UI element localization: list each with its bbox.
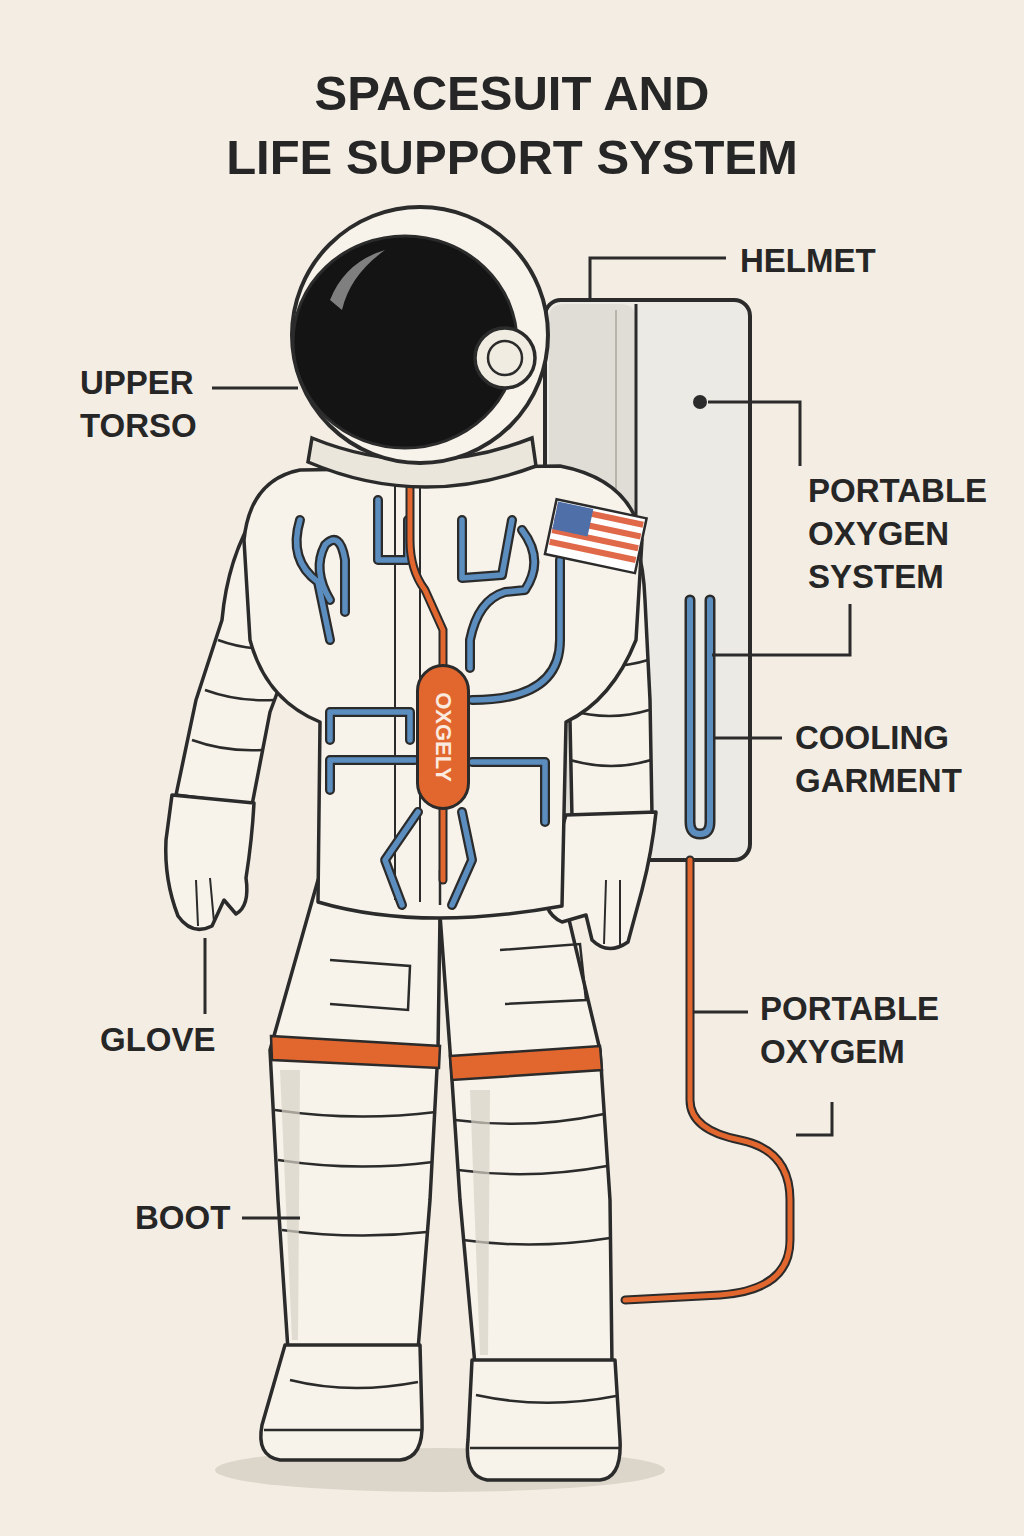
title-spacer: [212, 62, 292, 112]
left-glove: [166, 795, 254, 929]
tube: [410, 470, 443, 668]
leader-line: [590, 258, 726, 300]
oxygen-canister: OXGELY: [416, 664, 470, 810]
finger-line: [196, 880, 198, 926]
cooling-loop: [690, 600, 710, 834]
tube: [297, 520, 330, 640]
oxygen-hose: [625, 860, 790, 1300]
visor-highlight: [330, 250, 385, 310]
torso: [244, 466, 642, 918]
tube: [385, 812, 418, 905]
boot-strap: [476, 1395, 616, 1403]
canister-text: OXGELY: [430, 692, 456, 782]
ear-piece-ring: [488, 341, 522, 375]
tube: [378, 500, 408, 560]
shade: [470, 1090, 490, 1355]
fold: [570, 760, 651, 766]
fold: [278, 1160, 433, 1167]
tube: [472, 762, 545, 822]
oxygen-hose-outline: [625, 860, 790, 1300]
leader-line: [204, 938, 207, 1014]
leader-line: [694, 1011, 748, 1014]
boot-strap: [290, 1380, 418, 1388]
legs: [270, 880, 612, 1365]
leg-shading: [280, 1070, 490, 1355]
title-spacer: [732, 62, 812, 112]
leader-line: [714, 737, 782, 740]
diagram-title: SPACESUIT AND LIFE SUPPORT SYSTEM: [212, 62, 812, 189]
tube: [452, 812, 472, 905]
leg-folds: [275, 944, 610, 1245]
tube: [378, 500, 408, 560]
leg-band: [271, 1036, 440, 1068]
cooling-loop-outline: [690, 600, 710, 834]
tube: [320, 540, 345, 612]
finger-line: [210, 878, 214, 922]
part-label: HELMET: [740, 240, 876, 283]
finger-line: [619, 880, 621, 946]
stripe: [549, 539, 636, 563]
leader-line: [796, 1102, 832, 1135]
part-label: UPPER TORSO: [80, 362, 197, 448]
flag-ground: [545, 499, 647, 573]
canton: [552, 502, 593, 537]
leader-line: [712, 604, 850, 655]
tube: [330, 760, 415, 790]
ear-piece: [475, 328, 535, 388]
leg-band: [450, 1046, 602, 1080]
leader-line: [708, 402, 800, 466]
boot-details: [264, 1380, 620, 1448]
finger-line: [604, 880, 606, 944]
tube: [441, 808, 446, 880]
boots: [261, 1345, 620, 1480]
thigh-pocket: [330, 960, 410, 1010]
tube: [452, 812, 472, 905]
leader-lines: [205, 258, 850, 1218]
left-leg: [270, 880, 440, 1350]
tube: [410, 470, 443, 668]
flag-patch: [545, 499, 647, 573]
tube: [439, 808, 448, 880]
helmet: [292, 207, 548, 487]
tube: [385, 812, 418, 905]
leader-line: [242, 1217, 300, 1220]
right-leg: [440, 890, 612, 1365]
fold: [192, 740, 262, 750]
shade: [280, 1070, 300, 1340]
sole-line: [470, 1447, 620, 1450]
sole-line: [264, 1429, 421, 1432]
leader-line: [212, 387, 298, 390]
right-boot: [467, 1360, 620, 1480]
part-label: GLOVE: [100, 1019, 216, 1062]
tube: [330, 712, 410, 740]
part-label: COOLING GARMENT: [795, 717, 962, 803]
part-label: PORTABLE OXYGEM: [760, 988, 939, 1074]
left-boot: [261, 1345, 422, 1460]
leg-bands: [271, 1036, 602, 1080]
cooling-tubes-outline: [297, 500, 560, 905]
cooling-tubes: [297, 500, 560, 905]
fold: [282, 1230, 427, 1236]
tube: [330, 760, 415, 790]
tube: [462, 520, 512, 578]
part-label: BOOT: [135, 1197, 230, 1240]
tube: [462, 520, 512, 578]
tube: [470, 530, 534, 668]
thigh-pocket: [500, 944, 586, 1004]
helmet-shell: [292, 207, 548, 463]
tube: [330, 712, 410, 740]
tube: [472, 762, 545, 822]
backpack-port: [693, 395, 707, 409]
tube: [472, 560, 560, 700]
part-label: PORTABLE OXYGEN SYSTEM: [808, 470, 987, 599]
fold: [205, 690, 274, 700]
